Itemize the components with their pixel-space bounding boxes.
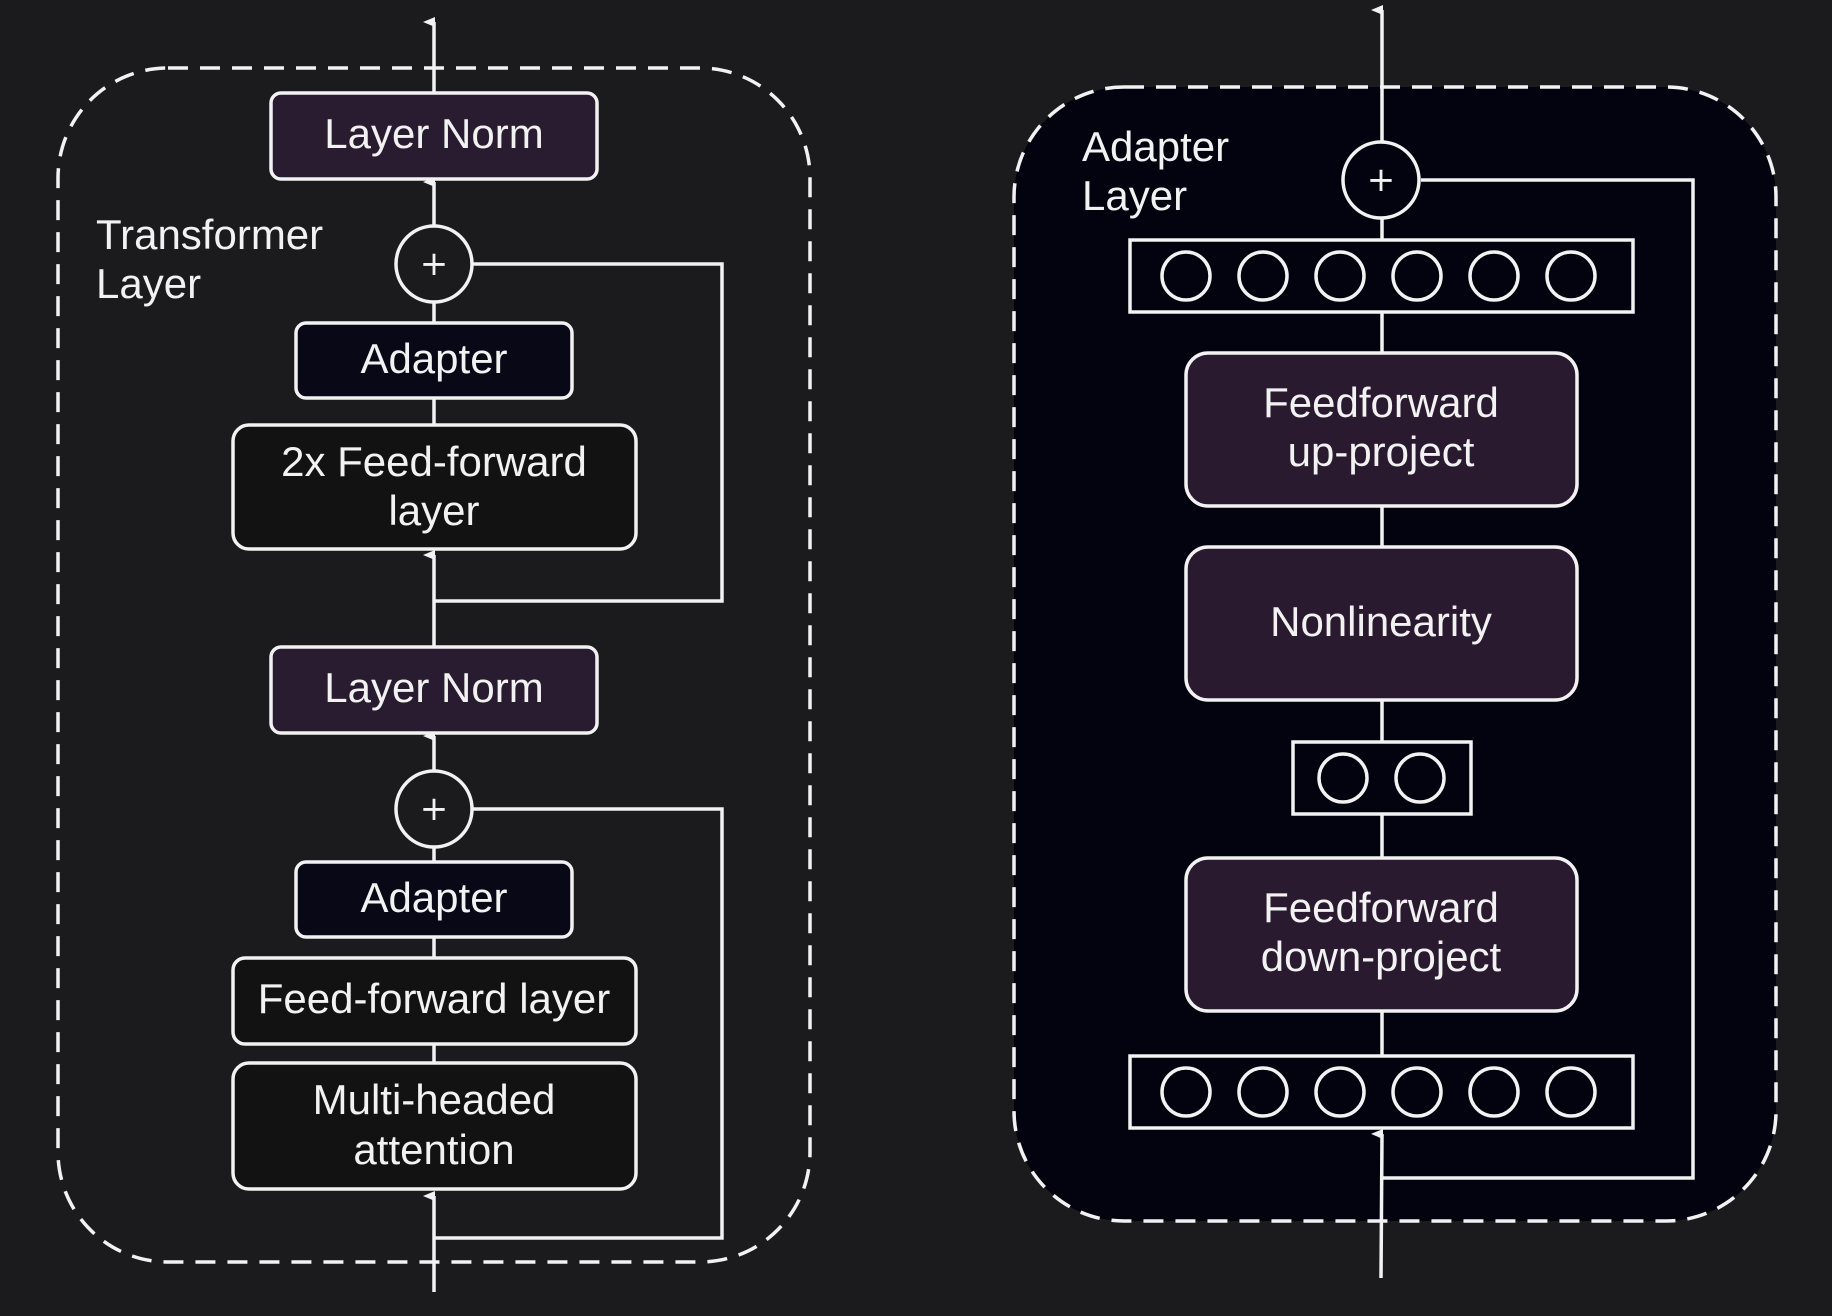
bottleneck-neuron-group <box>1317 752 1446 804</box>
adapter-bottom-label: Adapter <box>360 874 507 921</box>
nonlinearity-box: Nonlinearity <box>1184 545 1579 702</box>
layer-norm-top-label: Layer Norm <box>324 110 543 157</box>
transformer-layer-panel: Transformer Layer Layer Norm <box>56 17 812 1292</box>
bottom-neuron-4 <box>1391 1066 1443 1118</box>
up-project-label-line2: up-project <box>1288 428 1475 475</box>
bottom-neuron-group <box>1160 1066 1597 1118</box>
layer-norm-bottom: Layer Norm <box>269 645 599 735</box>
mha-label-line2: attention <box>353 1126 514 1173</box>
mha-label-line1: Multi-headed <box>313 1076 556 1123</box>
adapter-skip-connection <box>1382 178 1695 1180</box>
ff2x-label-line2: layer <box>388 487 479 534</box>
residual-bottom <box>434 807 724 1240</box>
down-project-label-line1: Feedforward <box>1263 884 1499 931</box>
plus-top-label: + <box>420 244 449 284</box>
residual-add-top: + <box>394 224 474 304</box>
adapter-top-label: Adapter <box>360 335 507 382</box>
top-neuron-6 <box>1545 250 1597 302</box>
adapter-layer-title-line1: Adapter <box>1082 123 1229 170</box>
top-neuron-2 <box>1237 250 1289 302</box>
nonlinearity-label: Nonlinearity <box>1270 598 1492 645</box>
up-project-box: Feedforward up-project <box>1184 351 1579 508</box>
residual-top <box>434 262 724 603</box>
bottom-neuron-5 <box>1468 1066 1520 1118</box>
adapter-connectors <box>1371 5 1695 1279</box>
bottom-neuron-2 <box>1237 1066 1289 1118</box>
top-neuron-group <box>1160 250 1597 302</box>
plus-bottom-label: + <box>420 789 449 829</box>
adapter-input-arrow <box>1371 1129 1384 1279</box>
transformer-layer-title-line1: Transformer <box>96 211 323 258</box>
bottom-neuron-layer <box>1128 1054 1635 1130</box>
bottleneck-neuron-1 <box>1317 752 1369 804</box>
layer-norm-top: Layer Norm <box>269 91 599 181</box>
top-neuron-4 <box>1391 250 1443 302</box>
layer-norm-bottom-label: Layer Norm <box>324 664 543 711</box>
mha-box: Multi-headed attention <box>231 1061 638 1191</box>
bottom-neuron-6 <box>1545 1066 1597 1118</box>
ff2x-label-line1: 2x Feed-forward <box>281 438 587 485</box>
ff2x-box: 2x Feed-forward layer <box>231 423 638 551</box>
ff-label: Feed-forward layer <box>258 975 610 1022</box>
bottom-neuron-3 <box>1314 1066 1366 1118</box>
adapter-bottom-box: Adapter <box>294 860 574 939</box>
adapter-plus-label: + <box>1367 160 1396 200</box>
adapter-residual-add: + <box>1341 140 1421 220</box>
bottom-neuron-1 <box>1160 1066 1212 1118</box>
adapter-layer-title-line2: Layer <box>1082 172 1187 219</box>
top-neuron-layer <box>1128 238 1635 314</box>
ff-box: Feed-forward layer <box>231 956 638 1046</box>
top-neuron-3 <box>1314 250 1366 302</box>
down-project-label-line2: down-project <box>1261 933 1502 980</box>
up-project-label-line1: Feedforward <box>1263 379 1499 426</box>
bottleneck-layer <box>1291 740 1473 816</box>
down-project-box: Feedforward down-project <box>1184 856 1579 1013</box>
transformer-layer-title-line2: Layer <box>96 260 201 307</box>
transformer-connectors <box>423 17 724 1292</box>
bottleneck-neuron-2 <box>1394 752 1446 804</box>
adapter-layer-panel: Adapter Layer + Feedforward up-pr <box>1012 5 1778 1279</box>
residual-add-bottom: + <box>394 769 474 849</box>
top-neuron-1 <box>1160 250 1212 302</box>
adapter-top-box: Adapter <box>294 321 574 400</box>
top-neuron-5 <box>1468 250 1520 302</box>
